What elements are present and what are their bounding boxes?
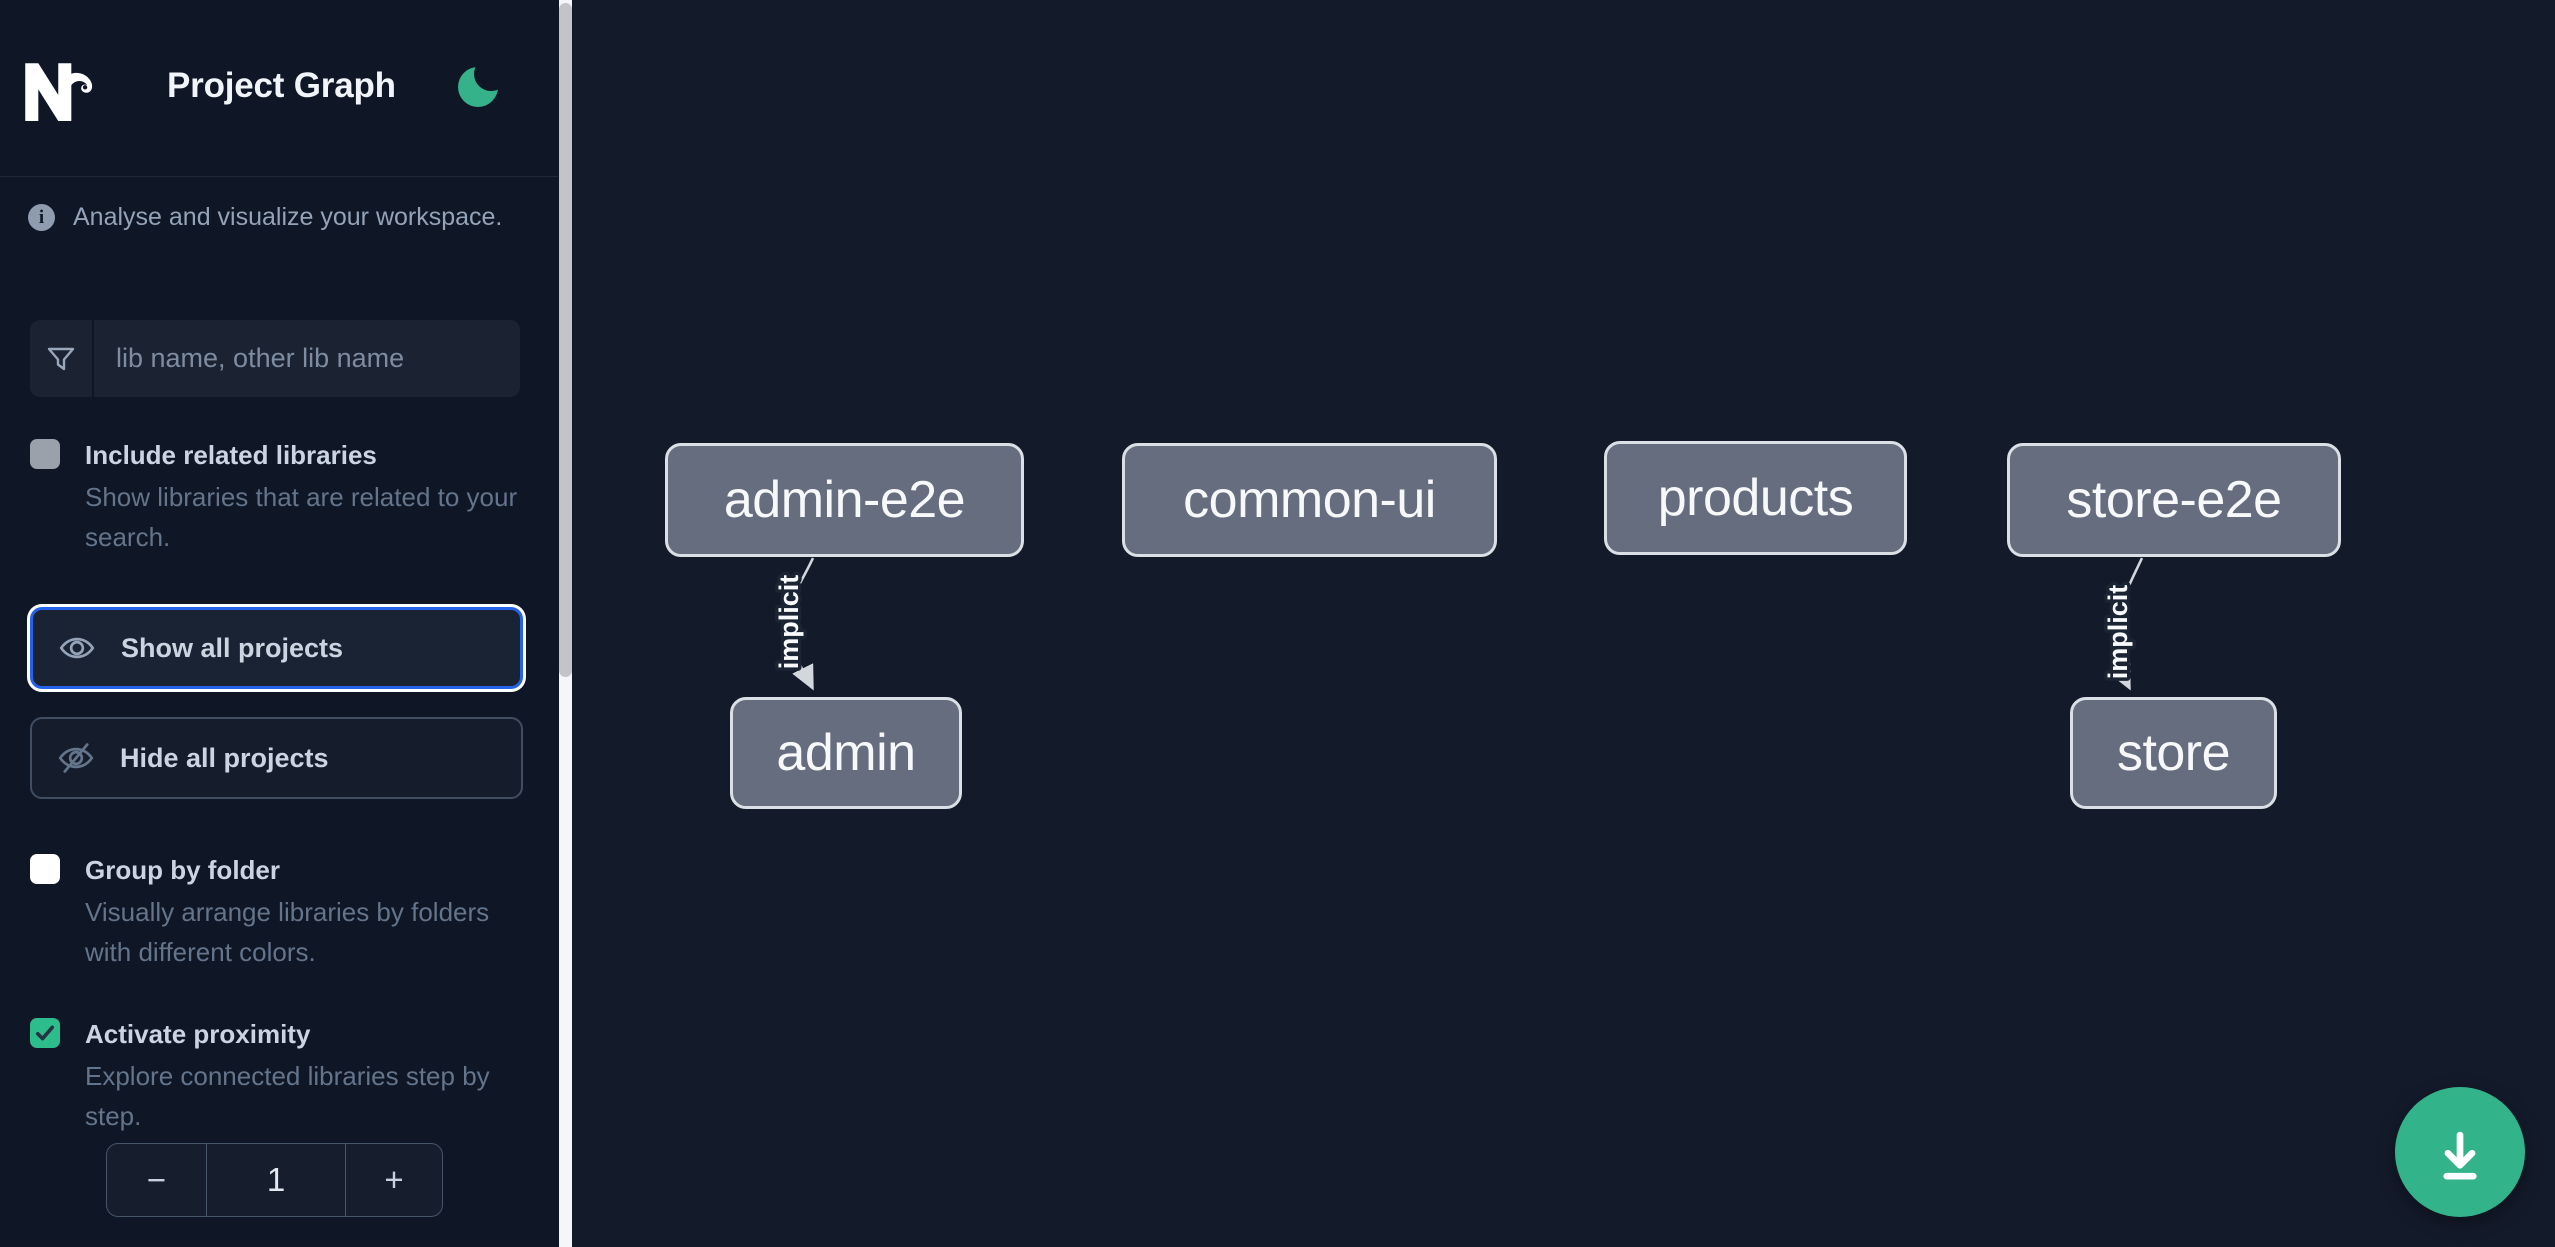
graph-node-admin-e2e[interactable]: admin-e2e (665, 443, 1024, 557)
activate-proximity-label: Activate proximity (85, 1019, 311, 1049)
edge-label-implicit: implicit (774, 575, 804, 670)
group-by-folder-description: Visually arrange libraries by folders wi… (85, 897, 490, 967)
graph-edge-admin-e2e-admin (787, 557, 815, 691)
tagline-text: Analyse and visualize your workspace. (73, 203, 503, 231)
graph-edge-store-e2e-store (2109, 557, 2144, 691)
filter-funnel-icon (30, 320, 94, 397)
sidebar-header: Project Graph (0, 0, 558, 177)
include-related-description: Show libraries that are related to your … (85, 482, 518, 552)
group-by-folder-checkbox[interactable] (30, 854, 60, 884)
group-by-folder-label: Group by folder (85, 855, 280, 885)
decrement-button[interactable]: − (107, 1144, 207, 1216)
graph-node-admin[interactable]: admin (730, 697, 962, 809)
download-icon (2443, 1131, 2477, 1180)
search-box (30, 320, 520, 397)
activate-proximity-toggle: Activate proximity Explore connected lib… (30, 1016, 530, 1136)
moon-icon (458, 56, 508, 107)
include-related-label: Include related libraries (85, 440, 377, 470)
show-all-projects-button[interactable]: Show all projects (30, 607, 523, 689)
group-by-folder-toggle: Group by folder Visually arrange librari… (30, 852, 530, 972)
hide-all-projects-button[interactable]: Hide all projects (30, 717, 523, 799)
stepper-value: 1 (266, 1161, 286, 1198)
page-title: Project Graph (167, 66, 396, 105)
include-related-toggle: Include related libraries Show libraries… (30, 437, 530, 557)
nx-logo (25, 63, 93, 121)
activate-proximity-description: Explore connected libraries step by step… (85, 1061, 490, 1131)
show-all-projects-label: Show all projects (121, 632, 344, 663)
sidebar-scrollbar-track (559, 0, 572, 1247)
proximity-depth-stepper: − 1 + (106, 1143, 443, 1217)
search-input[interactable] (94, 320, 520, 397)
increment-button[interactable]: + (345, 1144, 442, 1216)
info-icon: i (28, 204, 55, 231)
sidebar: Project Graph i Analyse and visualize yo… (0, 0, 573, 1247)
sidebar-scrollbar-thumb[interactable] (559, 3, 572, 677)
include-related-checkbox[interactable] (30, 439, 60, 469)
graph-node-store-e2e[interactable]: store-e2e (2007, 443, 2341, 557)
graph-node-common-ui[interactable]: common-ui (1122, 443, 1497, 557)
hide-all-projects-label: Hide all projects (120, 742, 329, 773)
workspace-info: i Analyse and visualize your workspace. (28, 203, 502, 232)
edge-label-implicit: implicit (2103, 585, 2133, 680)
graph-canvas[interactable]: implicit implicit admin-e2e common-ui produ… (573, 0, 2555, 1247)
download-button[interactable] (2395, 1087, 2525, 1217)
checkmark-icon (36, 1025, 54, 1041)
edges-layer: implicit implicit (771, 557, 2144, 691)
graph-node-products[interactable]: products (1604, 441, 1907, 555)
activate-proximity-checkbox[interactable] (30, 1018, 60, 1048)
eye-off-icon (58, 743, 94, 773)
eye-icon (59, 637, 95, 659)
theme-toggle-button[interactable] (452, 56, 508, 114)
graph-node-store[interactable]: store (2070, 697, 2277, 809)
